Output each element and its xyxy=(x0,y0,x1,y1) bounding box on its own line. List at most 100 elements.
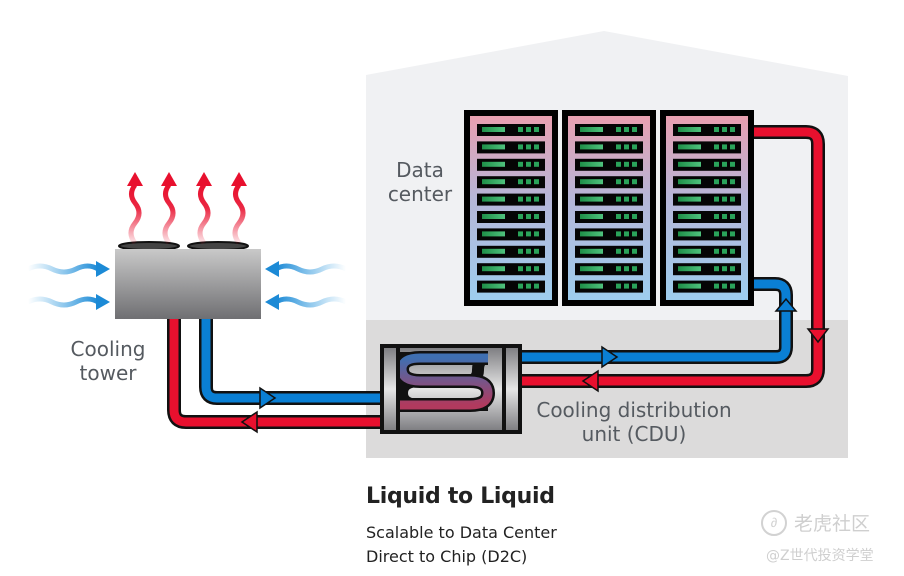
heat-exhaust xyxy=(127,172,247,245)
air-intake-arrow-right xyxy=(265,261,348,277)
server-status-bar xyxy=(580,161,603,167)
server-unit xyxy=(477,193,545,206)
server-led xyxy=(722,231,727,237)
server-led xyxy=(534,266,539,272)
server-led xyxy=(526,248,531,254)
server-led xyxy=(624,144,629,150)
server-led xyxy=(714,179,719,185)
server-unit xyxy=(477,245,545,258)
server-led xyxy=(534,144,539,150)
server-unit xyxy=(477,280,545,293)
server-unit xyxy=(673,141,741,154)
server-status-bar xyxy=(678,179,701,185)
server-led xyxy=(722,179,727,185)
server-unit xyxy=(575,176,643,189)
caption-line-2: Direct to Chip (D2C) xyxy=(366,547,528,566)
server-led xyxy=(714,196,719,202)
server-led xyxy=(722,127,727,132)
server-led xyxy=(518,161,523,167)
server-unit xyxy=(477,124,545,136)
server-status-bar xyxy=(482,266,505,272)
server-led xyxy=(518,266,523,272)
server-unit xyxy=(477,141,545,154)
server-led xyxy=(722,248,727,254)
server-led xyxy=(632,248,637,254)
server-status-bar xyxy=(678,248,701,254)
server-led xyxy=(616,144,621,150)
server-led xyxy=(714,248,719,254)
server-led xyxy=(632,161,637,167)
server-status-bar xyxy=(482,283,505,289)
server-status-bar xyxy=(482,127,505,132)
air-intake-arrow-right xyxy=(265,294,348,310)
arrow-right-icon xyxy=(96,294,110,310)
hot-flow-arrow-down xyxy=(806,328,830,344)
server-led xyxy=(632,179,637,185)
cold-flow-arrow-up xyxy=(774,297,798,312)
server-rack xyxy=(562,110,656,306)
heat-plume xyxy=(196,172,212,245)
server-status-bar xyxy=(678,196,701,202)
server-led xyxy=(722,144,727,150)
server-led xyxy=(722,283,727,289)
server-unit xyxy=(673,280,741,293)
heat-arrow-icon xyxy=(196,172,212,186)
server-status-bar xyxy=(482,196,505,202)
air-intake-arrow-left xyxy=(26,294,110,310)
server-unit xyxy=(477,176,545,189)
server-unit xyxy=(673,176,741,189)
cooling-tower xyxy=(115,241,261,319)
server-led xyxy=(526,231,531,237)
server-led xyxy=(534,161,539,167)
tower-hot-pipe xyxy=(167,318,384,429)
server-unit xyxy=(477,263,545,276)
server-led xyxy=(518,231,523,237)
server-led xyxy=(714,283,719,289)
server-status-bar xyxy=(580,144,603,150)
server-led xyxy=(714,266,719,272)
server-led xyxy=(534,196,539,202)
server-led xyxy=(616,248,621,254)
server-status-bar xyxy=(482,144,505,150)
server-led xyxy=(526,283,531,289)
server-status-bar xyxy=(482,214,505,219)
cdu-label: Cooling distribution unit (CDU) xyxy=(536,398,732,446)
server-led xyxy=(526,179,531,185)
server-status-bar xyxy=(580,248,603,254)
server-led xyxy=(730,231,735,237)
server-led xyxy=(730,161,735,167)
server-led xyxy=(632,283,637,289)
server-status-bar xyxy=(580,214,603,219)
server-led xyxy=(730,283,735,289)
heat-arrow-icon xyxy=(161,172,177,186)
server-unit xyxy=(673,228,741,241)
server-led xyxy=(714,127,719,132)
heat-arrow-icon xyxy=(231,172,247,186)
server-status-bar xyxy=(678,214,701,219)
server-led xyxy=(534,214,539,219)
server-led xyxy=(722,214,727,219)
server-status-bar xyxy=(482,248,505,254)
server-led xyxy=(518,196,523,202)
server-racks xyxy=(464,110,754,306)
watermark-brand: 老虎社区 xyxy=(794,513,871,535)
server-status-bar xyxy=(482,179,505,185)
cooling-tower-label: Cooling tower xyxy=(70,337,146,385)
server-unit xyxy=(575,228,643,241)
arrow-left-icon xyxy=(265,294,279,310)
server-led xyxy=(624,248,629,254)
server-led xyxy=(526,144,531,150)
tower-cold-arrow-right xyxy=(259,386,277,410)
server-led xyxy=(534,231,539,237)
server-led xyxy=(616,283,621,289)
server-led xyxy=(632,196,637,202)
server-led xyxy=(714,231,719,237)
air-intake-arrow-left xyxy=(26,261,110,277)
cdu-heat-exchanger xyxy=(380,344,522,434)
server-status-bar xyxy=(678,144,701,150)
server-led xyxy=(616,179,621,185)
caption-line-1: Scalable to Data Center xyxy=(366,523,557,542)
server-status-bar xyxy=(678,161,701,167)
server-led xyxy=(534,283,539,289)
server-status-bar xyxy=(482,231,505,237)
